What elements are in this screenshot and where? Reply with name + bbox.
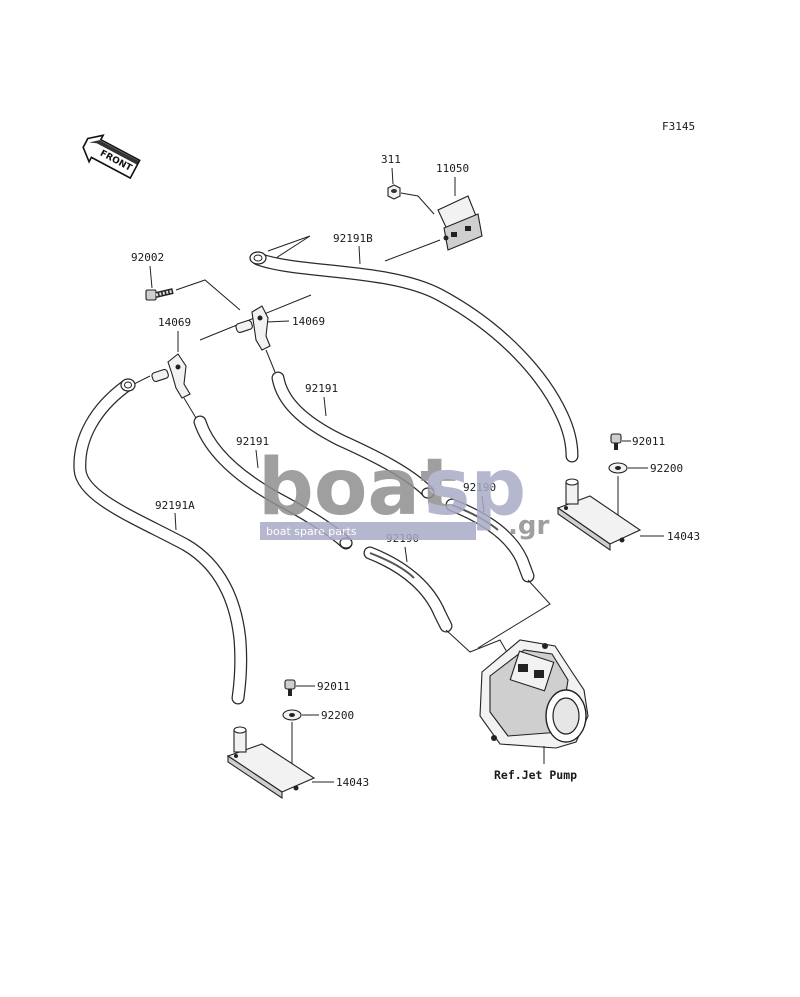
label-92011-right: 92011: [632, 435, 665, 448]
leader-92191-upper: [323, 396, 327, 417]
label-92191B: 92191B: [333, 232, 373, 245]
leader-fitting-hose-left: [183, 397, 197, 419]
watermark-tagline-bg: [260, 522, 476, 540]
label-92191-upper: 92191: [305, 382, 338, 395]
label-14069-right: 14069: [292, 315, 325, 328]
label-92190-upper: 92190: [463, 481, 496, 494]
leader-14069-right: [265, 320, 290, 323]
leader-pipe-to-pump-upper: [477, 579, 551, 649]
label-14043-left: 14043: [336, 776, 369, 789]
leader-92191B: [358, 245, 361, 265]
screw-92011-left-icon: [284, 679, 296, 696]
leader-92190-lower: [404, 546, 408, 563]
label-11050: 11050: [436, 162, 469, 175]
screw-92011-right-icon: [610, 433, 622, 450]
bolt-92002-icon: [145, 288, 174, 301]
label-92011-left: 92011: [317, 680, 350, 693]
leader-92191B-end: [267, 235, 311, 259]
leader-92191-lower: [255, 449, 259, 469]
leader-92002-bolt: [175, 279, 241, 311]
pipe-92190-lower: [363, 546, 453, 633]
figure-code: F3145: [662, 120, 695, 133]
leader-92190-upper: [481, 495, 485, 513]
label-92191-lower: 92191: [236, 435, 269, 448]
hose-92191A: [73, 378, 248, 705]
outlet-14043-left-icon: [226, 726, 316, 800]
label-92200-right: 92200: [650, 462, 683, 475]
leader-92191A: [174, 512, 177, 531]
label-14043-right: 14043: [667, 530, 700, 543]
leader-92191B-to-bracket: [384, 239, 441, 262]
outlet-14043-right-icon: [556, 478, 642, 552]
hose-92191B: [249, 251, 579, 463]
washer-92200-right-icon: [608, 462, 628, 474]
label-14069-left: 14069: [158, 316, 191, 329]
nut-311-icon: [387, 184, 401, 200]
label-92200-left: 92200: [321, 709, 354, 722]
hose-92191-upper: [271, 371, 435, 499]
label-92191A: 92191A: [155, 499, 195, 512]
jet-pump-icon: [479, 639, 589, 749]
leader-311: [391, 167, 394, 185]
watermark-tagline: boat spare parts: [266, 525, 357, 538]
label-92002: 92002: [131, 251, 164, 264]
watermark-brand-right: sp: [424, 443, 526, 533]
washer-92200-left-icon: [282, 709, 302, 721]
leader-fitting-hose-right: [265, 349, 276, 373]
watermark-logo: boat sp .gr boat spare parts: [258, 443, 549, 541]
leader-311-to-bracket: [400, 192, 435, 215]
fitting-14069-left-icon: [151, 353, 191, 399]
watermark-brand-left: boat: [258, 443, 457, 533]
ref-jet-pump-label: Ref.Jet Pump: [494, 768, 577, 782]
label-311: 311: [381, 153, 401, 166]
leader-92002: [149, 265, 153, 289]
watermark-suffix: .gr: [508, 511, 549, 541]
bracket-11050-icon: [437, 195, 483, 251]
fitting-14069-right-icon: [235, 305, 271, 351]
front-arrow-icon: FRONT: [82, 134, 141, 180]
pipe-92190-upper: [445, 498, 535, 583]
